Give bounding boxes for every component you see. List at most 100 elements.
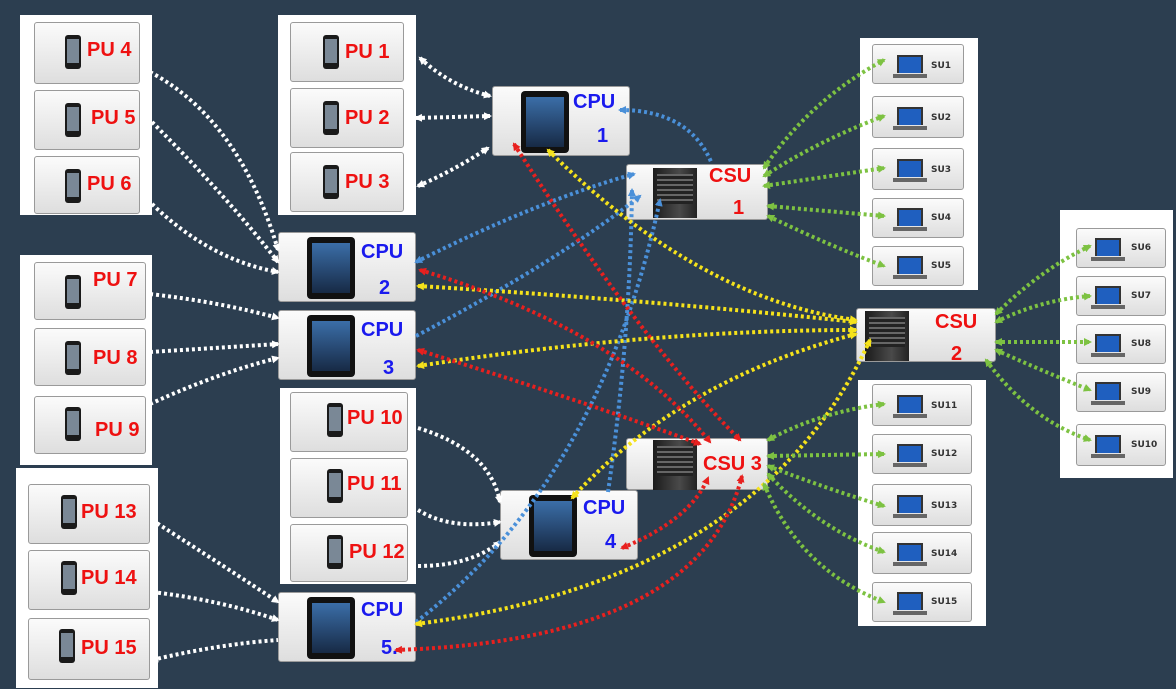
- smartphone-icon: [327, 469, 343, 503]
- link-pu2-cpu1: [414, 112, 492, 122]
- laptop-icon: [893, 256, 927, 279]
- su-label: SU8: [1131, 339, 1152, 349]
- link-pu1-cpu1: [418, 56, 492, 99]
- pu-node-12: PU 12: [290, 524, 408, 582]
- laptop-icon: [893, 208, 927, 231]
- link-cpu5-csu3: [394, 474, 745, 654]
- su-label: SU14: [931, 549, 958, 559]
- laptop-icon: [893, 543, 927, 566]
- link-cpu2-csu1: [414, 171, 636, 264]
- laptop-icon: [893, 107, 927, 130]
- cpu-label-line2: 1: [597, 125, 609, 147]
- smartphone-icon: [65, 35, 81, 69]
- csu-label-line1: CSU: [935, 311, 978, 333]
- pu-label: PU 5: [91, 107, 136, 129]
- cpu-node-2: CPU 2: [278, 232, 416, 302]
- su-label: SU12: [931, 449, 958, 459]
- su-label: SU1: [931, 61, 952, 71]
- link-csu3-su11: [766, 400, 886, 442]
- link-csu2-su10: [984, 358, 1092, 442]
- pu-node-2: PU 2: [290, 88, 404, 148]
- link-pu15-cpu5: [150, 638, 279, 663]
- link-csu3-su13: [766, 464, 886, 509]
- cpu-label-line2: 2: [379, 277, 391, 299]
- laptop-icon: [1091, 286, 1125, 309]
- pu-label: PU 9: [95, 419, 140, 441]
- pu-node-3: PU 3: [290, 152, 404, 212]
- cpu-node-3: CPU 3: [278, 310, 416, 380]
- su-node-12: SU12: [872, 434, 972, 474]
- csu-node-2: CSU 2: [856, 308, 996, 365]
- link-pu10-cpu4: [417, 426, 503, 504]
- link-cpu4-csu3: [620, 476, 710, 550]
- link-csu1-su2: [762, 114, 886, 178]
- su-label: SU9: [1131, 387, 1152, 397]
- su-label: SU7: [1131, 291, 1152, 301]
- smartphone-icon: [323, 101, 339, 135]
- cpu-label-line1: CPU: [573, 91, 616, 113]
- pu-label: PU 15: [81, 637, 137, 659]
- pu-node-11: PU 11: [290, 458, 408, 518]
- link-pu4-cpu2: [149, 70, 281, 252]
- smartphone-icon: [59, 629, 75, 663]
- link-cpu3-csu1: [415, 194, 642, 338]
- su-label: SU2: [931, 113, 952, 123]
- pu-label: PU 7: [93, 269, 138, 291]
- pu-node-6: PU 6: [34, 156, 140, 214]
- laptop-icon: [1091, 382, 1125, 405]
- su-label: SU5: [931, 261, 952, 271]
- link-pu14-cpu5: [151, 590, 280, 622]
- link-cpu5-csu1: [414, 198, 663, 624]
- laptop-icon: [1091, 435, 1125, 458]
- su-node-3: SU3: [872, 148, 964, 190]
- link-csu1-su1: [762, 58, 886, 170]
- link-pu13-cpu5: [150, 518, 280, 604]
- tablet-icon: [307, 315, 355, 377]
- laptop-icon: [893, 592, 927, 615]
- pu-label: PU 12: [349, 541, 405, 563]
- smartphone-icon: [65, 407, 81, 441]
- smartphone-icon: [65, 169, 81, 203]
- pu-label: PU 13: [81, 501, 137, 523]
- pu-node-10: PU 10: [290, 392, 408, 452]
- su-node-15: SU15: [872, 582, 972, 622]
- pu-node-14: PU 14: [28, 550, 150, 610]
- su-node-13: SU13: [872, 484, 972, 526]
- link-cpu1-csu2: [546, 148, 858, 324]
- su-label: SU11: [931, 401, 958, 411]
- pu-node-9: PU 9: [34, 396, 146, 454]
- link-pu5-cpu2: [150, 120, 280, 264]
- cpu-label-line1: CPU: [361, 599, 404, 621]
- su-label: SU15: [931, 597, 958, 607]
- link-cpu3-csu2: [416, 326, 858, 370]
- pu-node-8: PU 8: [34, 328, 146, 386]
- server-icon: [865, 311, 909, 361]
- smartphone-icon: [65, 103, 81, 137]
- pu-node-4: PU 4: [34, 22, 140, 84]
- link-cpu2-csu3: [418, 267, 712, 444]
- link-pu12-cpu4: [417, 540, 502, 568]
- laptop-icon: [893, 444, 927, 467]
- link-pu3-cpu1: [416, 146, 490, 188]
- su-node-5: SU5: [872, 246, 964, 286]
- link-pu8-cpu3: [149, 340, 280, 354]
- pu-label: PU 3: [345, 171, 390, 193]
- link-csu2-su9: [994, 348, 1092, 392]
- cpu-node-5: CPU 5.: [278, 592, 416, 662]
- link-pu11-cpu4: [416, 508, 502, 527]
- smartphone-icon: [323, 35, 339, 69]
- smartphone-icon: [327, 535, 343, 569]
- smartphone-icon: [65, 275, 81, 309]
- su-node-4: SU4: [872, 198, 964, 238]
- cpu-label-line1: CPU: [361, 319, 404, 341]
- link-pu6-cpu2: [150, 202, 280, 275]
- link-csu1-su4: [766, 202, 886, 220]
- pu-label: PU 8: [93, 347, 138, 369]
- link-csu2-su7: [994, 292, 1092, 324]
- smartphone-icon: [65, 341, 81, 375]
- laptop-icon: [893, 495, 927, 518]
- pu-label: PU 10: [347, 407, 403, 429]
- link-pu9-cpu3: [149, 355, 280, 406]
- pu-label: PU 1: [345, 41, 390, 63]
